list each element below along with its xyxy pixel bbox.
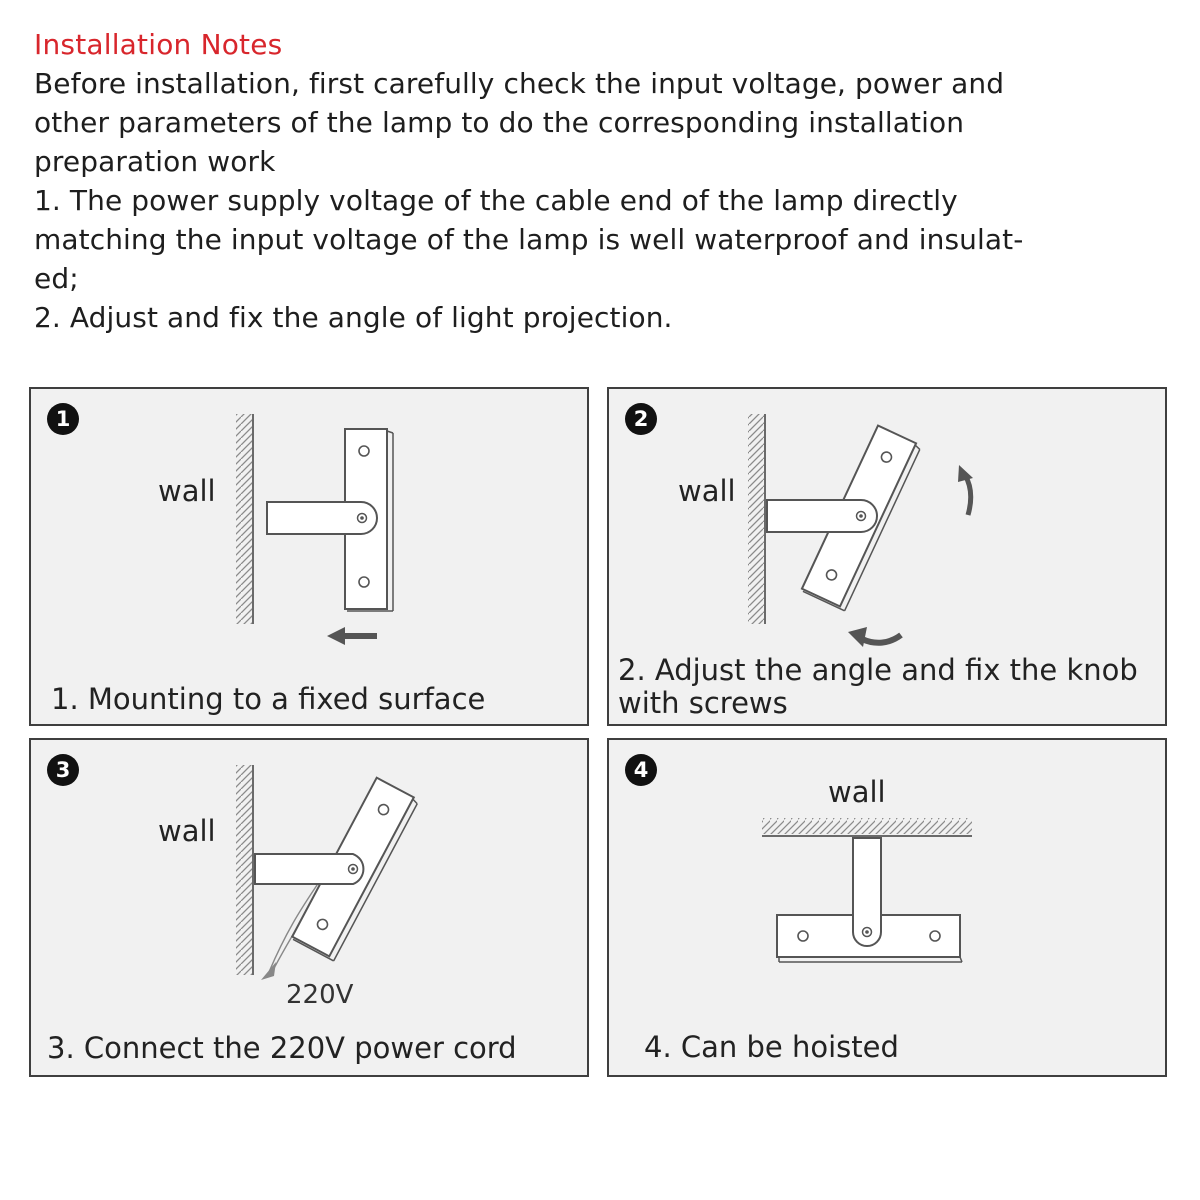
- step-badge: 1: [47, 403, 79, 435]
- rotated-bracket-icon: [254, 776, 418, 962]
- notes-line: other parameters of the lamp to do the c…: [34, 106, 965, 139]
- notes-title: Installation Notes: [34, 28, 283, 61]
- notes-line: 1. The power supply voltage of the cable…: [34, 184, 958, 217]
- step-2-panel: 2 wall 2. Adjust the angle and fix the k…: [607, 387, 1167, 726]
- wall-label: wall: [158, 474, 216, 508]
- hatched-wall-icon: [236, 765, 254, 975]
- hatched-ceiling-icon: [762, 818, 972, 837]
- mounting-bracket-icon: [266, 428, 394, 612]
- step-3-illustration: [236, 765, 418, 980]
- notes-line: ed;: [34, 262, 79, 295]
- step-caption: with screws: [618, 686, 788, 720]
- installation-notes: Installation Notes Before installation, …: [34, 26, 1154, 337]
- step-4-panel: 4 wall 4. Can be hoisted: [607, 738, 1167, 1077]
- step-4-illustration: [762, 818, 972, 963]
- wall-label: wall: [828, 775, 886, 809]
- rotate-arrow-icon: [848, 465, 974, 647]
- voltage-label: 220V: [286, 980, 354, 1010]
- notes-line: Before installation, first carefully che…: [34, 67, 1005, 100]
- step-caption: 4. Can be hoisted: [644, 1030, 899, 1064]
- notes-line: 2. Adjust and fix the angle of light pro…: [34, 301, 673, 334]
- wall-label: wall: [678, 474, 736, 508]
- arrow-left-icon: [327, 627, 377, 645]
- step-badge: 4: [625, 754, 657, 786]
- step-caption: 1. Mounting to a fixed surface: [51, 682, 486, 716]
- step-1-panel: 1 wall 1. Mounting to a fixed surface: [29, 387, 589, 726]
- step-caption: 3. Connect the 220V power cord: [47, 1031, 517, 1065]
- step-1-illustration: [236, 414, 394, 645]
- notes-line: preparation work: [34, 145, 276, 178]
- rotated-bracket-icon: [766, 424, 921, 612]
- step-caption: 2. Adjust the angle and fix the knob: [618, 653, 1138, 687]
- hatched-wall-icon: [236, 414, 254, 624]
- step-badge: 2: [625, 403, 657, 435]
- step-2-illustration: [748, 414, 974, 647]
- wall-label: wall: [158, 814, 216, 848]
- notes-line: matching the input voltage of the lamp i…: [34, 223, 1024, 256]
- hanging-bracket-icon: [776, 837, 963, 963]
- step-3-panel: 3 wall 220V 3. Connect the 220V power co…: [29, 738, 589, 1077]
- step-badge: 3: [47, 754, 79, 786]
- hatched-wall-icon: [748, 414, 766, 624]
